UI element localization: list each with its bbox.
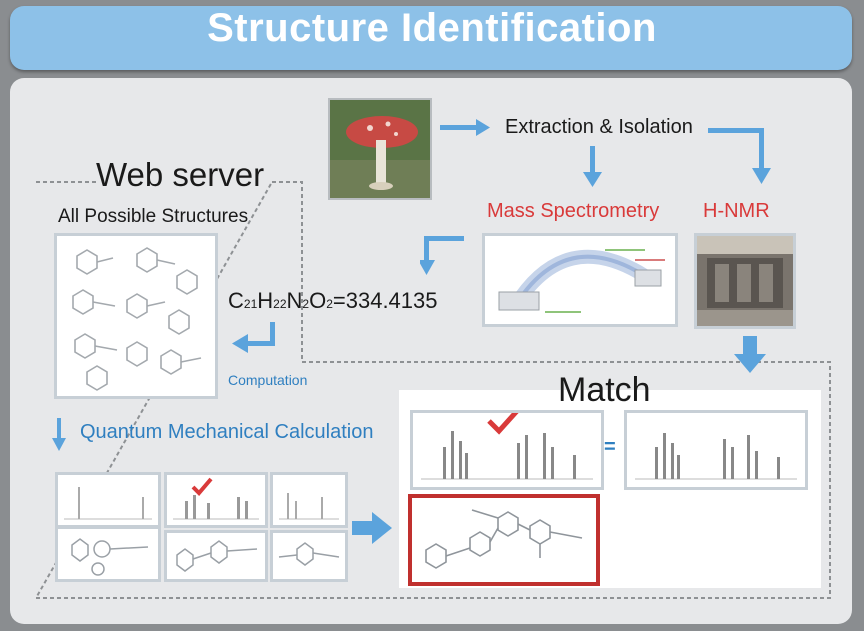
formula-o: O (309, 288, 327, 313)
candidate-structures-image (54, 233, 218, 399)
arrow-right-big-icon (352, 512, 392, 544)
calc-structure-3 (270, 530, 348, 582)
mass-spec-image (482, 233, 678, 327)
quantum-label: Quantum Mechanical Calculation (80, 421, 374, 443)
calc-spectrum-1 (55, 472, 161, 528)
calc-structure-2 (164, 530, 268, 582)
web-server-title: Web server (96, 156, 265, 193)
formula-c-sub: 21 (243, 297, 258, 311)
formula-h: H (257, 288, 274, 313)
molecular-formula: C21H22N2O2=334.4135 (228, 288, 438, 314)
hnmr-instrument-image (694, 233, 796, 329)
formula-h-sub: 22 (273, 297, 287, 311)
extraction-label: Extraction & Isolation (505, 116, 693, 138)
arrow-right-down-icon (708, 128, 771, 184)
arrow-down-small-icon (52, 418, 66, 451)
formula-n: N (286, 288, 303, 313)
arrow-right-icon (440, 119, 490, 136)
calculated-spectrum (624, 410, 808, 490)
equals-sign: = (604, 436, 616, 458)
check-icon (191, 477, 213, 496)
formula-o-sub: 2 (326, 297, 333, 311)
computation-label: Computation (228, 372, 308, 388)
check-icon (487, 409, 519, 435)
mushroom-photo (328, 98, 432, 200)
title-bar (10, 6, 852, 70)
experimental-spectrum (410, 409, 604, 490)
all-possible-label: All Possible Structures (58, 206, 249, 227)
calc-spectrum-3 (270, 472, 348, 528)
arrow-left-icon (232, 322, 275, 353)
formula-n-sub: 2 (302, 297, 310, 311)
formula-c: C (228, 288, 244, 313)
arrow-down-icon (583, 146, 602, 187)
page-title: Structure Identification (207, 6, 657, 50)
arrow-down-big-icon (734, 336, 766, 373)
matched-structure (408, 494, 600, 586)
match-title: Match (558, 371, 651, 409)
arrow-down-left-icon (420, 236, 464, 275)
mass-spec-label: Mass Spectrometry (487, 200, 660, 222)
calc-structure-1 (55, 526, 161, 582)
hnmr-label: H-NMR (703, 200, 770, 222)
calc-spectrum-2 (164, 472, 268, 528)
formula-mass: =334.4135 (332, 288, 438, 313)
